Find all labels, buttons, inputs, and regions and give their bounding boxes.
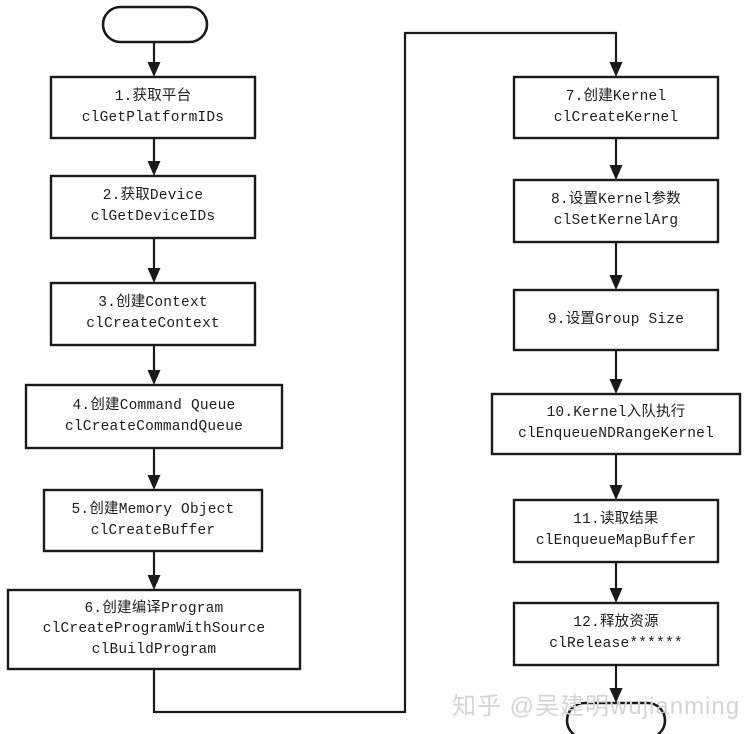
end-node[interactable]: [565, 701, 667, 734]
node-n7-box[interactable]: [512, 75, 720, 140]
arrowhead-n12-to-end: [609, 688, 623, 703]
arrowhead-n5-to-n6: [147, 575, 161, 590]
arrowhead-n1-to-n2: [147, 161, 161, 176]
arrowhead-n3-to-n4: [147, 370, 161, 385]
connector-n6-to-n7: [152, 31, 618, 714]
node-n11-box[interactable]: [512, 498, 720, 564]
arrowhead-n11-to-n12: [609, 588, 623, 603]
arrowhead-start-to-n1: [147, 62, 161, 77]
node-n3-box[interactable]: [49, 281, 257, 347]
arrowhead-n9-to-n10: [609, 379, 623, 394]
node-n5-box[interactable]: [42, 488, 264, 553]
node-n2-box[interactable]: [49, 174, 257, 240]
arrowhead-n6-to-n7: [609, 62, 623, 77]
node-n12-box[interactable]: [512, 601, 720, 667]
node-n4-box[interactable]: [24, 383, 284, 450]
arrowhead-n4-to-n5: [147, 475, 161, 490]
arrowhead-n2-to-n3: [147, 268, 161, 283]
node-n9-box[interactable]: [512, 288, 720, 352]
arrowhead-n8-to-n9: [609, 275, 623, 290]
node-n6-box[interactable]: [6, 588, 302, 671]
node-n8-box[interactable]: [512, 178, 720, 244]
watermark: 知乎 @吴建明wujianming: [452, 693, 741, 720]
start-node[interactable]: [101, 5, 209, 44]
node-n1-box[interactable]: [49, 75, 257, 140]
arrowhead-n10-to-n11: [609, 485, 623, 500]
node-n10-box[interactable]: [490, 392, 742, 456]
arrowhead-n7-to-n8: [609, 165, 623, 180]
